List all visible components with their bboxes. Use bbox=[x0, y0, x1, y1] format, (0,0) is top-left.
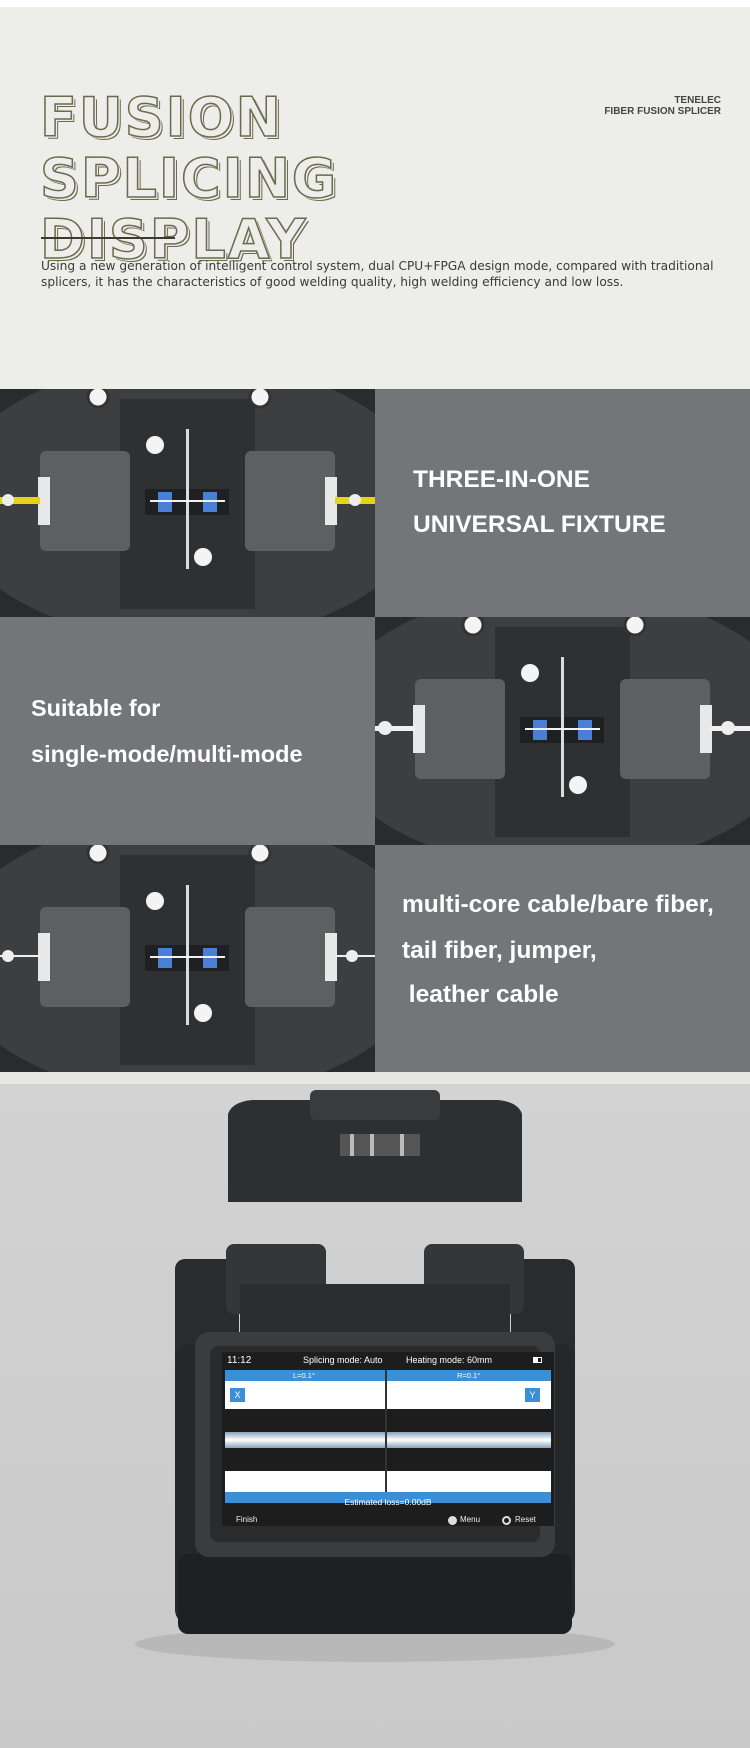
menu-button[interactable]: Menu bbox=[460, 1515, 481, 1524]
angle-bar: L=0.1° R=0.1° bbox=[225, 1370, 551, 1381]
brand-block: TENELEC FIBER FUSION SPLICER bbox=[604, 95, 721, 117]
brand-name: TENELEC bbox=[674, 95, 721, 106]
feature-2-line-2: single-mode/multi-mode bbox=[31, 741, 303, 767]
menu-icon[interactable] bbox=[448, 1516, 457, 1525]
fiber-core-image bbox=[225, 1432, 551, 1448]
title-line-1: FUSION SPLICING bbox=[39, 86, 339, 210]
splicing-mode[interactable]: Splicing mode: Auto bbox=[303, 1355, 383, 1365]
feature-3-line-1: multi-core cable/bare fiber, bbox=[402, 891, 714, 918]
feature-mode-support: Suitable for single-mode/multi-mode bbox=[0, 617, 375, 845]
right-angle: R=0.1° bbox=[457, 1371, 481, 1380]
feature-row-2: Suitable for single-mode/multi-mode bbox=[0, 617, 750, 845]
feature-1-line-1: THREE-IN-ONE bbox=[413, 466, 590, 493]
feature-2-line-1: Suitable for bbox=[31, 695, 161, 721]
feature-3-line-3: leather cable bbox=[402, 981, 559, 1008]
y-view-button[interactable]: Y bbox=[525, 1388, 540, 1402]
title-line-2: DISPLAY bbox=[39, 208, 308, 271]
heating-mode[interactable]: Heating mode: 60mm bbox=[406, 1355, 493, 1365]
reset-button[interactable]: Reset bbox=[515, 1515, 536, 1524]
fiber-view-y bbox=[225, 1471, 551, 1492]
fixture-photo-white-fiber bbox=[375, 617, 750, 845]
finish-button[interactable]: Finish bbox=[236, 1515, 258, 1524]
description-line-2: splicers, it has the characteristics of … bbox=[41, 275, 624, 289]
product-type: FIBER FUSION SPLICER bbox=[604, 106, 721, 117]
description-line-1: Using a new generation of intelligent co… bbox=[41, 259, 714, 273]
fiber-view-x bbox=[225, 1381, 551, 1409]
fixture-photo-bare-fiber bbox=[0, 845, 375, 1073]
reset-icon[interactable] bbox=[502, 1516, 511, 1525]
feature-3-line-2: tail fiber, jumper, bbox=[402, 937, 597, 964]
left-angle: L=0.1° bbox=[293, 1371, 315, 1380]
feature-row-3: multi-core cable/bare fiber, tail fiber,… bbox=[0, 845, 750, 1073]
estimated-loss: Estimated loss=0.00dB bbox=[344, 1497, 432, 1507]
battery-icon bbox=[533, 1357, 542, 1363]
x-view-button[interactable]: X bbox=[230, 1388, 245, 1402]
page-title: FUSION SPLICING DISPLAY bbox=[39, 86, 500, 271]
feature-row-1: THREE-IN-ONE UNIVERSAL FIXTURE bbox=[0, 389, 750, 617]
description: Using a new generation of intelligent co… bbox=[41, 258, 721, 290]
divider bbox=[41, 237, 175, 239]
section-divider bbox=[0, 1072, 750, 1084]
feature-universal-fixture: THREE-IN-ONE UNIVERSAL FIXTURE bbox=[375, 389, 750, 617]
feature-1-line-2: UNIVERSAL FIXTURE bbox=[413, 511, 666, 538]
intro-section: FUSION SPLICING DISPLAY TENELEC FIBER FU… bbox=[0, 7, 750, 389]
center-line bbox=[385, 1370, 387, 1492]
splicer-screen: 11:12 Splicing mode: Auto Heating mode: … bbox=[222, 1352, 554, 1526]
feature-cable-types: multi-core cable/bare fiber, tail fiber,… bbox=[375, 845, 750, 1073]
fixture-photo-yellow-fiber bbox=[0, 389, 375, 617]
loss-bar: Estimated loss=0.00dB bbox=[225, 1492, 551, 1507]
clock: 11:12 bbox=[227, 1355, 252, 1366]
